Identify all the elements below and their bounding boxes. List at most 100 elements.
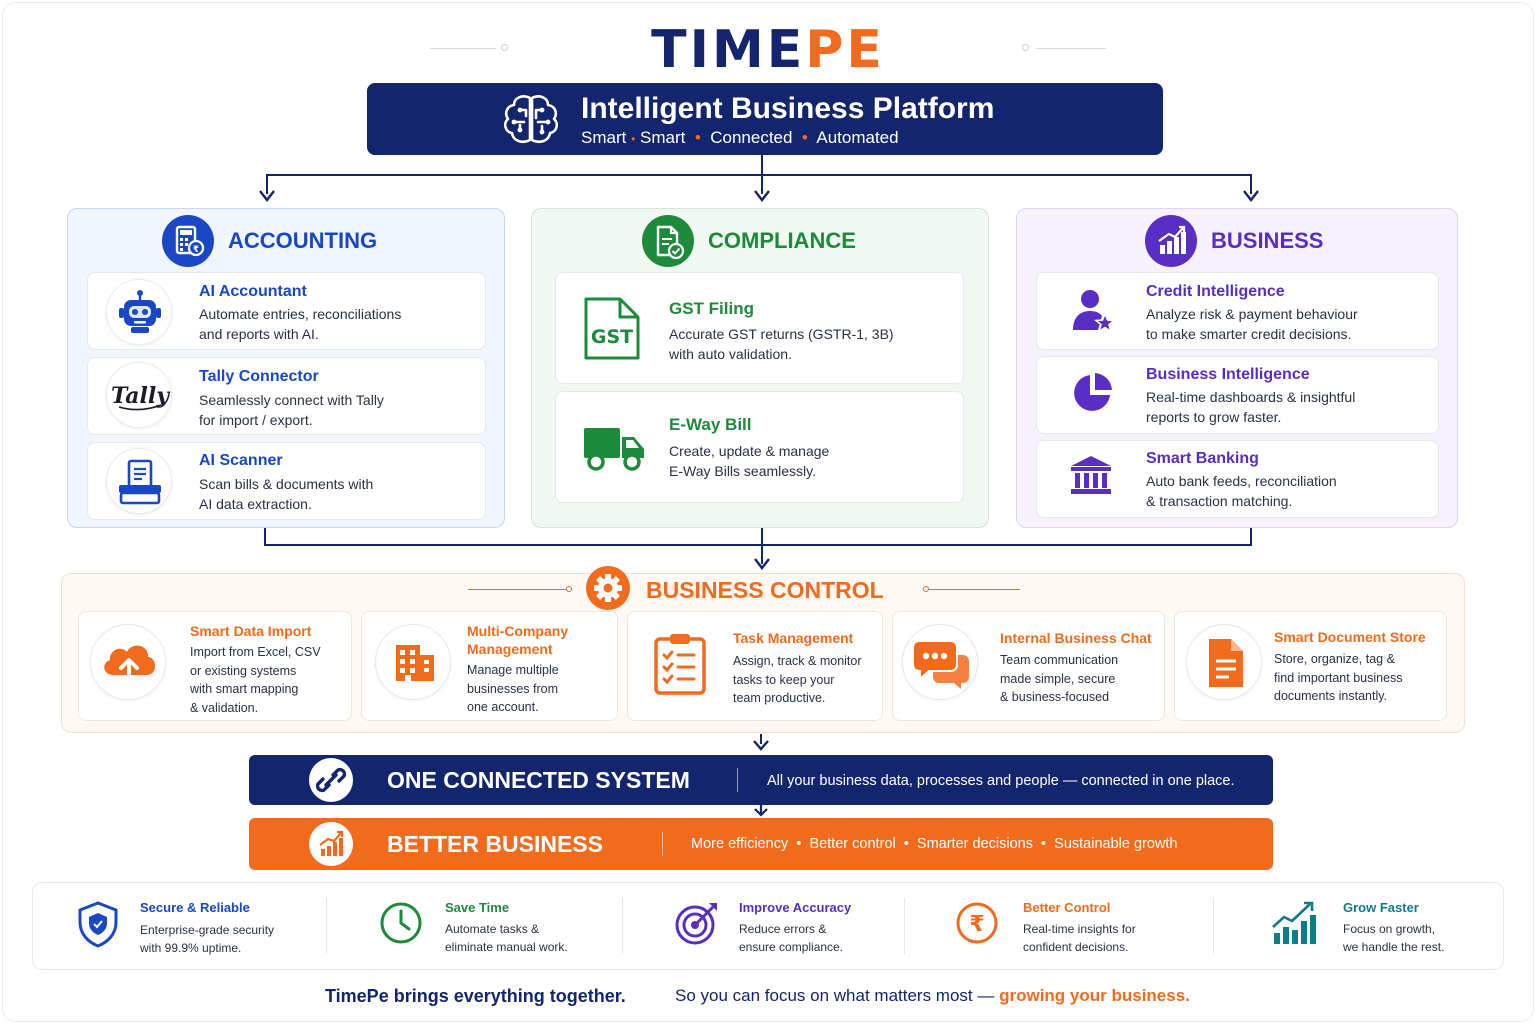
- pie-chart-icon: [1074, 373, 1112, 411]
- divider: [622, 898, 623, 954]
- user-star-icon: [1073, 290, 1116, 333]
- arrow-down-icon: [754, 558, 770, 570]
- clipboard-checklist-icon: [654, 634, 706, 695]
- cloud-upload-icon: [90, 624, 166, 700]
- calculator-icon: ₹: [162, 215, 214, 267]
- card-title: Smart Banking: [1146, 450, 1259, 467]
- bc-item-description: Store, organize, tag &find important bus…: [1274, 652, 1403, 703]
- compliance-title: COMPLIANCE: [708, 228, 856, 253]
- bc-item-name: Internal Business Chat: [1000, 630, 1152, 646]
- bc-item-name: Smart Document Store: [1274, 629, 1426, 645]
- connector-line: [266, 174, 1252, 176]
- benefit-description: Automate tasks &eliminate manual work.: [445, 922, 568, 954]
- tally-logo-icon: Tally: [106, 362, 172, 428]
- footer-tagline: TimePe brings everything together.: [325, 986, 626, 1006]
- card-credit-intelligence[interactable]: [1036, 272, 1439, 350]
- link-icon: [309, 758, 353, 802]
- footer-message: So you can focus on what matters most — …: [675, 986, 1190, 1005]
- accounting-title: ACCOUNTING: [228, 228, 378, 253]
- connected-system-title: ONE CONNECTED SYSTEM: [387, 767, 690, 793]
- card-title: Tally Connector: [199, 368, 319, 385]
- benefit-description: Focus on growth,we handle the rest.: [1343, 922, 1445, 954]
- connector-line: [1250, 528, 1252, 546]
- connected-system-bar: [249, 755, 1273, 805]
- growth-chart-icon: [309, 822, 353, 866]
- platform-banner: [367, 83, 1163, 155]
- divider: [737, 768, 738, 792]
- benefit-title: Save Time: [445, 900, 510, 915]
- connector-line: [761, 528, 763, 564]
- card-description: Auto bank feeds, reconciliation& transac…: [1146, 473, 1337, 509]
- better-business-title: BETTER BUSINESS: [387, 831, 603, 857]
- svg-text:₹: ₹: [969, 912, 984, 937]
- gear-icon: [586, 566, 630, 610]
- arrow-down-icon: [753, 740, 769, 751]
- svg-text:₹: ₹: [193, 245, 199, 255]
- card-title: AI Scanner: [199, 452, 283, 469]
- divider: [662, 832, 663, 856]
- card-title: E-Way Bill: [669, 415, 752, 434]
- decor-line: [928, 589, 1020, 590]
- benefits-panel: [32, 882, 1504, 970]
- robot-icon: [106, 279, 172, 345]
- connector-line: [1250, 174, 1252, 194]
- connector-line: [264, 528, 266, 546]
- gst-document-icon: GST: [584, 297, 640, 360]
- platform-title: Intelligent Business Platform: [581, 92, 995, 125]
- rupee-icon: ₹: [956, 902, 998, 944]
- bar-chart-icon: [1145, 215, 1197, 267]
- svg-text:GST: GST: [591, 326, 633, 348]
- divider: [904, 898, 905, 954]
- connector-line: [264, 544, 1252, 546]
- better-business-bar: [249, 818, 1273, 870]
- bc-item-name: Smart Data Import: [190, 623, 312, 639]
- divider: [326, 898, 327, 954]
- decor-dot: [566, 586, 572, 592]
- connector-line: [266, 174, 268, 194]
- decor-line-right: [1036, 48, 1106, 49]
- benefit-title: Improve Accuracy: [739, 900, 852, 915]
- connected-system-text: All your business data, processes and pe…: [767, 773, 1235, 789]
- bank-icon: [1071, 456, 1111, 494]
- truck-icon: [584, 428, 644, 471]
- benefit-title: Grow Faster: [1343, 900, 1419, 915]
- shield-icon: [78, 901, 118, 948]
- chat-bubbles-icon: [902, 624, 978, 700]
- decor-line-left: [430, 48, 496, 49]
- brain-circuit-icon: [503, 95, 559, 144]
- better-business-points: More efficiency • Better control • Smart…: [691, 836, 1178, 852]
- arrow-down-icon: [754, 805, 768, 817]
- svg-text:Tally: Tally: [111, 383, 171, 409]
- decor-dot-left: [501, 44, 508, 51]
- card-description: Accurate GST returns (GSTR-1, 3B)with au…: [669, 326, 894, 362]
- card-title: GST Filing: [669, 299, 754, 318]
- connector-line: [761, 155, 763, 175]
- benefit-title: Better Control: [1023, 900, 1111, 915]
- connector-line: [761, 174, 763, 194]
- decor-line: [468, 589, 568, 590]
- arrow-down-icon: [1243, 190, 1259, 202]
- arrow-down-icon: [754, 190, 770, 202]
- timepe-logo: TIMEPE: [651, 20, 885, 80]
- card-title: Business Intelligence: [1146, 366, 1310, 383]
- document-icon: [1186, 624, 1262, 700]
- card-title: AI Accountant: [199, 283, 307, 300]
- divider: [1213, 898, 1214, 954]
- connector-line: [760, 734, 762, 744]
- bc-item-name: Task Management: [733, 630, 854, 646]
- decor-dot-right: [1022, 44, 1029, 51]
- arrow-down-icon: [259, 190, 275, 202]
- scanner-icon: [106, 448, 172, 514]
- clock-icon: [380, 902, 422, 944]
